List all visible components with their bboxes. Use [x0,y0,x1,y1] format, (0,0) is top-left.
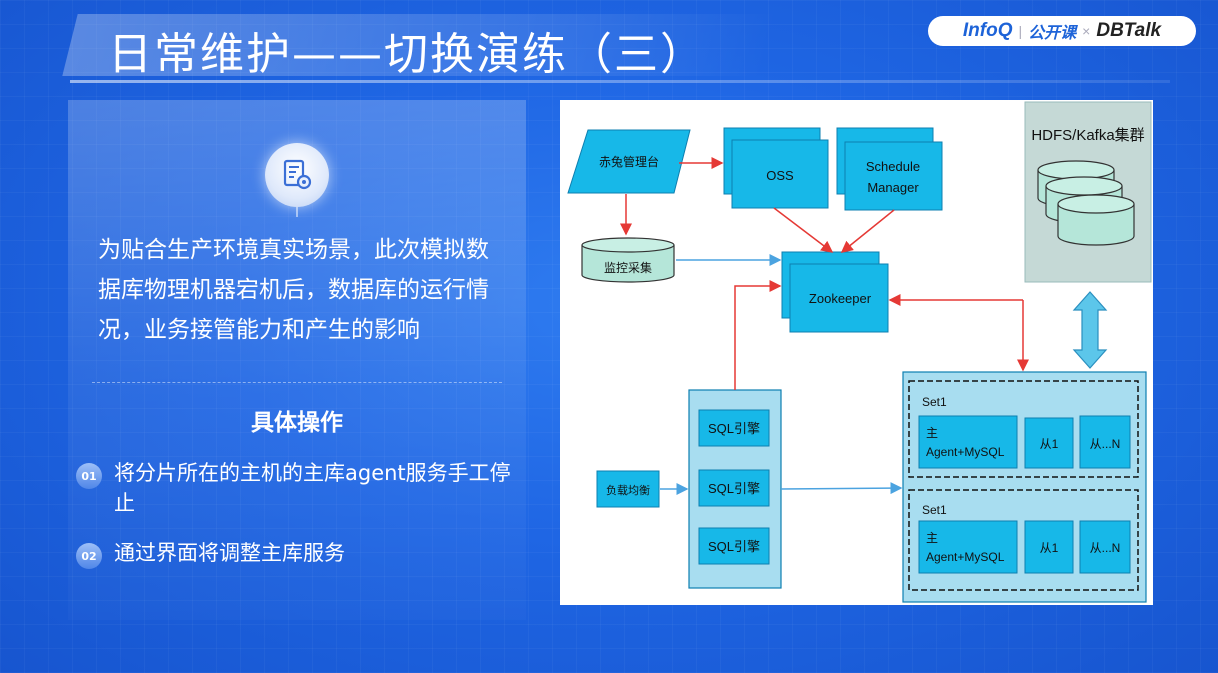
oss-node: OSS [723,127,829,209]
schedule-label-1: Schedule [866,159,920,174]
slaven-label: 从...N [1090,437,1121,451]
scenario-description: 为贴合生产环境真实场景，此次模拟数据库物理机器宕机后，数据库的运行情况，业务接管… [98,237,489,343]
chitu-label: 赤兔管理台 [599,154,659,169]
open-course-logo: 公开课 [1028,25,1077,42]
hdfs-label: HDFS/Kafka集群 [1031,127,1144,144]
mysql-sets-group: Set1 主 Agent+MySQL 从1 从...N Set1 主 Agent… [902,371,1147,603]
oss-label: OSS [766,168,794,183]
logo-separator: | [1018,23,1023,39]
schedule-label-2: Manager [867,180,919,195]
slave1-label: 从1 [1040,437,1059,451]
architecture-diagram: HDFS/Kafka集群 赤兔管理台 [560,100,1153,605]
dbtalk-logo: DBTalk [1096,20,1162,41]
master-label: 主 [926,531,938,545]
set-name: Set1 [922,395,947,409]
settings-document-icon [265,143,329,207]
master-agent-label: Agent+MySQL [926,445,1005,459]
arrow-sql-sets [780,482,903,495]
page-title: 日常维护——切换演练（三） [108,29,706,80]
title-underline [70,80,1170,83]
step-number-badge: 02 [76,543,102,569]
flow-arrows [620,157,1029,495]
step-item: 01 将分片所在的主机的主库agent服务手工停止 [76,458,524,518]
master-agent-label: Agent+MySQL [926,550,1005,564]
load-balancer-node: 负载均衡 [596,470,660,508]
arrow-oss-zookeeper [773,207,834,253]
slaven-label: 从...N [1090,541,1121,555]
schedule-manager-node: Schedule Manager [836,127,943,211]
zookeeper-node: Zookeeper [781,251,889,333]
operations-heading: 具体操作 [251,410,343,436]
section-divider [92,382,502,383]
sql-engine-label: SQL引擎 [708,421,760,436]
sql-engine-label: SQL引擎 [708,481,760,496]
database-cylinder-icon [1057,194,1135,246]
step-item: 02 通过界面将调整主库服务 [76,538,524,569]
logo-times: × [1082,23,1091,39]
arrow-schedule-zookeeper [840,209,895,253]
arrow-sql-zookeeper [734,280,782,390]
master-label: 主 [926,426,938,440]
sync-double-arrow [1072,291,1108,369]
sql-engine-group: SQL引擎 SQL引擎 SQL引擎 [688,389,782,589]
slave1-label: 从1 [1040,541,1059,555]
monitor-collect-node: 监控采集 [581,237,675,283]
chitu-console-node: 赤兔管理台 [567,129,691,194]
step-text: 将分片所在的主机的主库agent服务手工停止 [114,461,511,515]
zookeeper-label: Zookeeper [809,291,872,306]
set-name: Set1 [922,503,947,517]
step-text: 通过界面将调整主库服务 [114,541,345,565]
icon-divider [296,207,298,217]
brand-logo: InfoQ | 公开课 × DBTalk [928,16,1196,46]
monitor-label: 监控采集 [604,260,652,275]
sql-engine-label: SQL引擎 [708,539,760,554]
load-balancer-label: 负载均衡 [606,483,650,497]
infoq-logo: InfoQ [962,20,1013,41]
hdfs-kafka-cluster: HDFS/Kafka集群 [1024,101,1152,283]
step-number-badge: 01 [76,463,102,489]
